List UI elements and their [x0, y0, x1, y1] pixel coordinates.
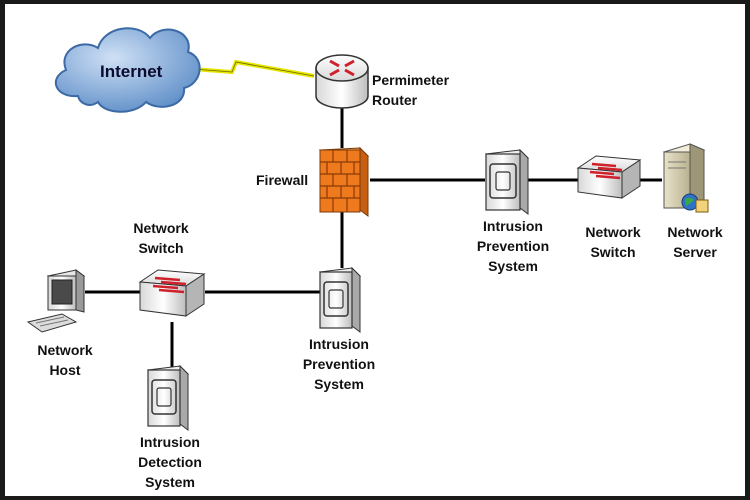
- ips-right-label: Intrusion Prevention System: [468, 216, 558, 276]
- switch-left-label-line-1: Network: [133, 220, 189, 236]
- ips-center-label: Intrusion Prevention System: [294, 334, 384, 394]
- ips-center-label-line-2: Prevention: [302, 356, 376, 372]
- cloud-icon: [54, 27, 201, 113]
- internet-label: Internet: [100, 62, 163, 81]
- ids-label-line-1: Intrusion: [140, 434, 200, 450]
- firewall-label: Firewall: [256, 172, 309, 188]
- switch-right-label-line-2: Switch: [590, 244, 636, 260]
- server-label-line-1: Network: [667, 224, 723, 240]
- router-label-line-2: Router: [372, 92, 418, 108]
- wireless-link-outline: [179, 61, 315, 77]
- switch-right-label: Network Switch: [578, 222, 648, 262]
- firewall-icon: [318, 146, 370, 217]
- server-label-line-2: Server: [673, 244, 717, 260]
- host-label-line-1: Network: [37, 342, 93, 358]
- ids-label-line-2: Detection: [138, 454, 202, 470]
- ips-appliance-icon: [318, 266, 362, 333]
- switch-left-label: Network Switch: [126, 218, 196, 258]
- ips-right-label-line-3: System: [488, 258, 538, 274]
- ips-center-label-line-1: Intrusion: [309, 336, 369, 352]
- host-label: Network Host: [30, 340, 100, 380]
- switch-right-label-line-1: Network: [585, 224, 641, 240]
- router-label-line-1: Permimeter: [372, 72, 450, 88]
- router-label: Permimeter Router: [372, 70, 449, 110]
- ids-label-line-3: System: [145, 474, 195, 490]
- ips-appliance-icon: [484, 148, 530, 215]
- router-icon: [315, 54, 369, 109]
- server-label: Network Server: [658, 222, 732, 262]
- ids-appliance-icon: [146, 364, 190, 431]
- ips-right-label-line-2: Prevention: [476, 238, 550, 254]
- ips-center-label-line-3: System: [314, 376, 364, 392]
- host-label-line-2: Host: [49, 362, 81, 378]
- switch-left-label-line-2: Switch: [138, 240, 184, 256]
- switch-icon: [138, 269, 206, 317]
- connection-lines: [85, 108, 662, 368]
- server-icon: [662, 143, 709, 213]
- workstation-icon: [26, 269, 86, 333]
- ips-right-label-line-1: Intrusion: [483, 218, 543, 234]
- switch-icon: [576, 155, 642, 199]
- ids-label: Intrusion Detection System: [128, 432, 212, 492]
